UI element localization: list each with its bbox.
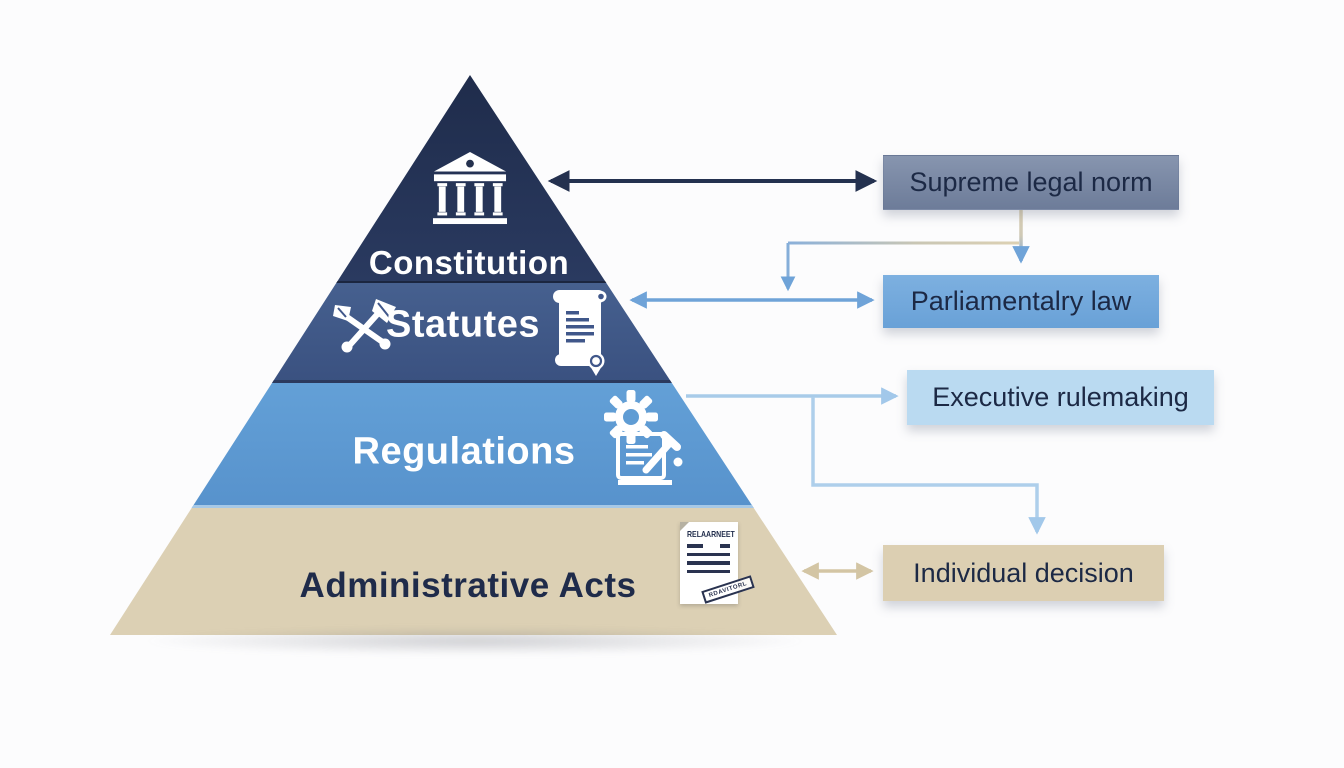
- pyramid-shadow: [130, 626, 820, 656]
- tier-separator: [110, 380, 837, 383]
- gear-icon: [604, 390, 658, 444]
- callout-parliamentary-law: Parliamentalry law: [883, 275, 1159, 328]
- bank-building-icon: [433, 151, 507, 225]
- scroll-icon: [553, 290, 607, 376]
- document-dashes: [687, 544, 730, 548]
- page-fold: [680, 522, 689, 531]
- legal-hierarchy-pyramid: RELAARNEET RDAVITORL Constitution Statut…: [110, 75, 837, 635]
- stamped-document-icon: RELAARNEET RDAVITORL: [680, 522, 755, 604]
- callout-executive-rulemaking: Executive rulemaking: [907, 370, 1214, 425]
- tier-label-regulations: Regulations: [352, 430, 576, 473]
- document-pen-icon: [616, 431, 683, 485]
- callout-individual-decision: Individual decision: [883, 545, 1164, 601]
- tier-separator: [110, 505, 837, 508]
- document-line: [687, 552, 730, 556]
- tier-label-statutes: Statutes: [386, 303, 540, 346]
- document-title-text: RELAARNEET: [687, 531, 735, 540]
- crossed-gavels-icon: [333, 299, 396, 353]
- tier-label-constitution: Constitution: [368, 244, 570, 281]
- tier-label-administrative-acts: Administrative Acts: [299, 566, 637, 605]
- document-line: [687, 569, 730, 573]
- tier-separator: [110, 281, 837, 283]
- document-line: [687, 561, 730, 565]
- callout-supreme-legal-norm: Supreme legal norm: [883, 155, 1179, 210]
